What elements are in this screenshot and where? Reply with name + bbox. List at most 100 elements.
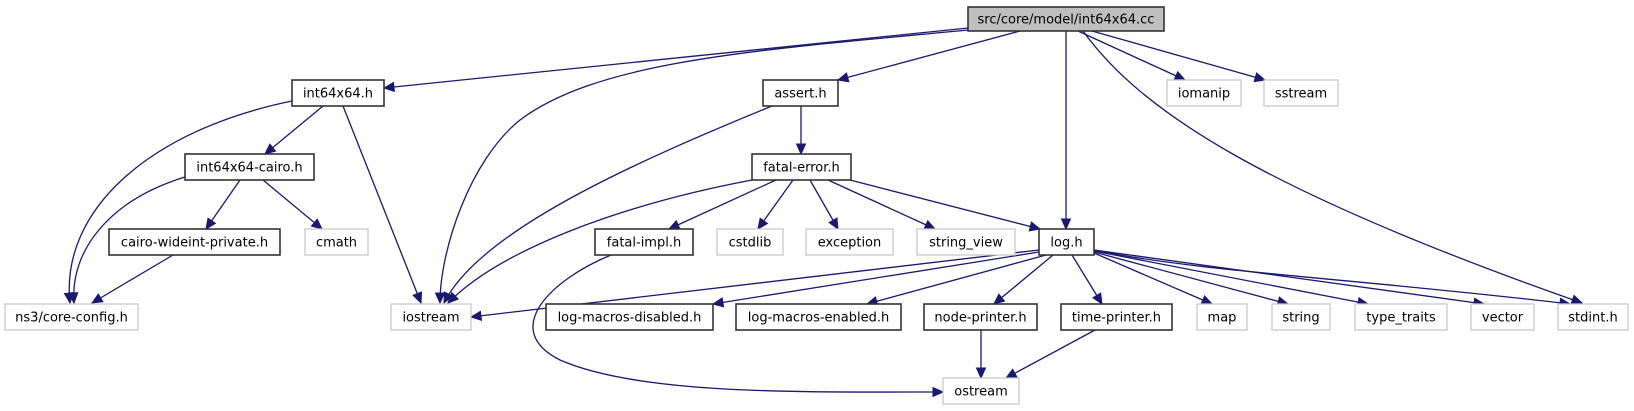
edge-fatal-error-h-to-cstdlib [757,179,794,230]
node-label: iomanip [1178,87,1230,102]
node-cairo-wideint-private-h[interactable]: cairo-wideint-private.h [108,228,281,256]
node-box [1038,228,1095,256]
arrowhead-icon [1060,218,1072,231]
edge-cairo-wideint-private-h-to-core-config-h [90,254,174,304]
edge-line [993,254,1054,305]
edge-line [532,254,944,393]
edge-root-to-log-h [1060,31,1072,231]
node-label: string [1282,311,1319,326]
node-label: src/core/model/int64x64.cc [978,13,1155,28]
node-log-macros-enabled-h[interactable]: log-macros-enabled.h [735,303,902,331]
node-assert-h[interactable]: assert.h [762,79,839,107]
node-box [304,228,369,256]
edge-line [712,251,1040,305]
node-label: log-macros-disabled.h [558,311,702,326]
node-fatal-impl-h[interactable]: fatal-impl.h [594,228,694,256]
edge-root-to-assert-h [836,30,1021,83]
arrowhead-icon [264,143,277,155]
node-int64x64-h[interactable]: int64x64.h [291,79,385,107]
node-cmath: cmath [304,228,369,256]
edge-line [866,254,1047,305]
edge-line [837,30,1021,81]
node-vector: vector [1470,303,1535,331]
node-box [184,153,315,181]
arrowhead-icon [90,293,104,304]
arrowhead-icon [434,292,446,305]
edge-line [68,100,293,304]
edge-line [91,254,174,304]
arrowhead-icon [443,291,454,305]
node-time-printer-h[interactable]: time-printer.h [1060,303,1173,331]
arrowhead-icon [932,386,945,398]
node-label: type_traits [1366,311,1436,326]
node-log-macros-disabled-h[interactable]: log-macros-disabled.h [545,303,714,331]
edge-line [447,179,753,304]
edge-int64x64-cairo-h-to-cairo-wideint-private-h [205,179,241,231]
node-box [735,303,902,331]
node-box [967,6,1165,32]
edge-line [342,105,422,304]
edge-line [439,29,969,304]
edge-node-printer-h-to-ostream [975,330,987,380]
node-iomanip: iomanip [1166,79,1242,107]
node-label: stdint.h [1568,311,1617,326]
edge-fatal-error-h-to-iostream [447,179,753,304]
edge-int64x64-h-to-core-config-h [63,100,293,305]
nodes-layer: src/core/model/int64x64.cc int64x64.h asse… [4,6,1629,405]
node-label: sstream [1275,87,1327,102]
node-box [751,153,852,181]
node-box [942,377,1020,405]
node-sstream: sstream [1263,79,1339,107]
edge-fatal-error-h-to-log-h [849,179,1042,232]
node-label: ns3/core-config.h [15,311,128,326]
arrowhead-icon [382,81,395,93]
edge-line [668,179,777,230]
node-int64x64-cairo-h[interactable]: int64x64-cairo.h [184,153,315,181]
node-fatal-error-h[interactable]: fatal-error.h [751,153,852,181]
edge-line [1093,251,1289,305]
arrowhead-icon [711,297,725,308]
arrowhead-icon [1200,294,1214,305]
edge-line [1093,252,1213,305]
arrowhead-icon [447,291,460,304]
arrowhead-icon [923,219,937,230]
edge-log-h-to-log-macros-enabled-h [865,254,1047,307]
edge-fatal-impl-h-to-ostream [532,254,945,398]
edge-fatal-error-h-to-string-view [827,179,937,230]
node-box [716,228,784,256]
node-box [108,228,281,256]
edge-assert-h-to-fatal-error-h [795,106,807,156]
edge-line [383,27,969,89]
node-node-printer-h[interactable]: node-printer.h [923,303,1038,331]
edge-int64x64-h-to-iostream [342,105,423,305]
node-box [545,303,714,331]
node-cstdlib: cstdlib [716,228,784,256]
node-box [291,79,385,107]
node-label: log.h [1050,236,1082,251]
arrowhead-icon [795,143,807,156]
edge-root-to-sstream [1091,30,1267,83]
node-root[interactable]: src/core/model/int64x64.cc [967,6,1165,32]
node-label: cmath [316,236,357,251]
edge-line [1093,250,1369,305]
edge-time-printer-h-to-ostream [1004,329,1096,379]
edge-int64x64-h-to-int64x64-cairo-h [264,105,324,155]
edge-line [1077,30,1186,81]
node-string-view: string_view [916,228,1016,256]
arrowhead-icon [1028,221,1042,232]
node-map: map [1196,303,1248,331]
edge-line [1082,30,1583,304]
node-label: ostream [954,385,1008,400]
node-iostream: iostream [390,303,472,331]
node-box [762,79,839,107]
edge-fatal-error-h-to-exception [809,179,839,231]
node-type-traits: type_traits [1354,303,1448,331]
arrowhead-icon [1004,368,1018,379]
arrowhead-icon [1570,294,1584,305]
node-box [1060,303,1173,331]
arrowhead-icon [1092,292,1103,306]
node-box [1470,303,1535,331]
node-box [1196,303,1248,331]
node-log-h[interactable]: log.h [1038,228,1095,256]
